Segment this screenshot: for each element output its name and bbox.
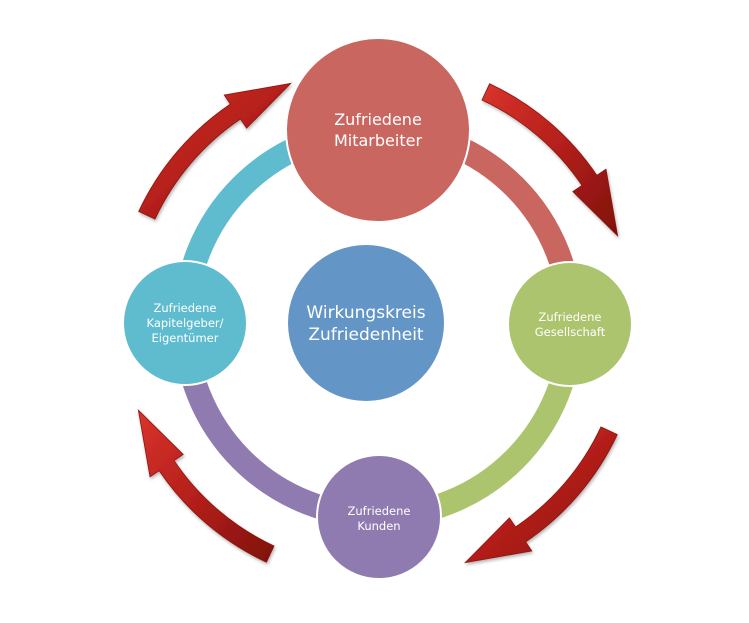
node-mitarbeiter: Zufriedene Mitarbeiter <box>285 37 471 223</box>
node-kunden: Zufriedene Kunden <box>316 454 442 580</box>
flow-arrow-top-left-icon <box>138 82 292 220</box>
node-circle-mitarbeiter <box>285 37 471 223</box>
node-label-line-1: Zufriedene <box>539 310 602 324</box>
node-kapitalgeber: Zufriedene Kapitelgeber/ Eigentümer <box>122 260 248 386</box>
flow-arrow-bottom-right-icon <box>464 426 618 564</box>
node-label-line-1: Zufriedene <box>334 110 422 129</box>
node-label-line-2: Gesellschaft <box>535 325 606 339</box>
node-circle-kapitalgeber <box>122 260 248 386</box>
node-circle-kunden <box>316 454 442 580</box>
flow-arrows <box>137 82 619 564</box>
center-node: Wirkungskreis Zufriedenheit <box>288 245 444 401</box>
node-label-line-2: Kapitelgeber/ <box>146 316 223 330</box>
node-circle-gesellschaft <box>507 261 633 387</box>
center-circle <box>288 245 444 401</box>
center-label-line-1: Wirkungskreis <box>306 303 425 323</box>
center-label-line-2: Zufriedenheit <box>308 325 424 345</box>
node-label-line-1: Zufriedene <box>348 504 411 518</box>
node-label-line-2: Mitarbeiter <box>334 131 422 150</box>
node-label-line-2: Kunden <box>357 519 400 533</box>
node-label-line-1: Zufriedene <box>154 301 217 315</box>
flow-arrow-bottom-left-icon <box>137 409 275 563</box>
node-gesellschaft: Zufriedene Gesellschaft <box>507 261 633 387</box>
node-label-line-3: Eigentümer <box>152 331 219 345</box>
flow-arrow-top-right-icon <box>481 83 619 237</box>
